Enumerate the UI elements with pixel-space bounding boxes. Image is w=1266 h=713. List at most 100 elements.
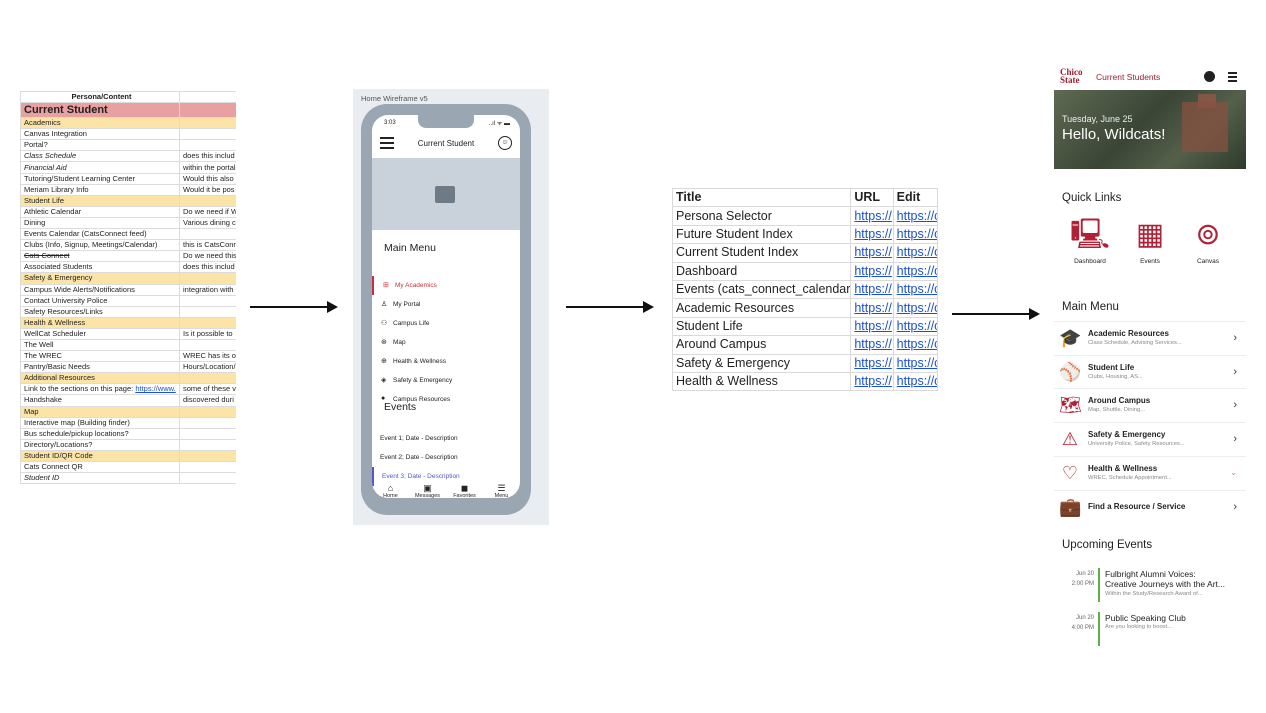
spreadsheet-cell[interactable]: [179, 305, 236, 318]
spreadsheet-cell[interactable]: [179, 316, 236, 329]
spreadsheet-cell[interactable]: Student ID/QR Code: [20, 449, 180, 463]
spreadsheet-cell[interactable]: [179, 338, 236, 352]
spreadsheet-cell[interactable]: integration with: [179, 283, 236, 296]
chico-state-logo[interactable]: Chico State: [1060, 68, 1083, 85]
title-cell[interactable]: Persona Selector: [671, 206, 852, 226]
edit-link[interactable]: https://c: [896, 282, 938, 297]
spreadsheet-cell[interactable]: Campus Wide Alerts/Notifications: [20, 283, 180, 296]
spreadsheet-cell[interactable]: Do we need if W: [179, 205, 236, 218]
quick-link-canvas[interactable]: ⊚Canvas: [1180, 217, 1236, 265]
quick-link-events[interactable]: ▦Events: [1122, 217, 1178, 265]
spreadsheet-header-cell[interactable]: Persona/Content: [20, 91, 180, 104]
spreadsheet-cell[interactable]: does this includ: [179, 150, 236, 163]
spreadsheet-title-cell[interactable]: Current Student: [20, 102, 180, 119]
spreadsheet-cell[interactable]: Directory/Locations?: [20, 438, 180, 451]
main-menu-item[interactable]: 💼Find a Resource / Service›: [1054, 489, 1246, 524]
chevron-icon[interactable]: ›: [1233, 399, 1237, 412]
spreadsheet-cell[interactable]: Pantry/Basic Needs: [20, 361, 180, 374]
nav-item-menu[interactable]: ☰Menu: [483, 483, 520, 498]
title-cell[interactable]: Around Campus: [671, 335, 852, 355]
spreadsheet-cell[interactable]: WREC has its o: [179, 350, 236, 363]
spreadsheet-cell[interactable]: [179, 194, 236, 207]
wireframe-menu-item[interactable]: ♙My Portal: [372, 295, 520, 314]
title-cell[interactable]: Future Student Index: [671, 224, 852, 245]
wireframe-event-item[interactable]: Event 3; Date - Description: [372, 467, 520, 486]
edit-cell[interactable]: https://c: [892, 335, 939, 355]
spreadsheet-cell[interactable]: Safety & Emergency: [20, 272, 180, 285]
edit-link[interactable]: https://c: [896, 318, 938, 333]
menu-icon[interactable]: [1228, 72, 1237, 84]
spreadsheet-cell[interactable]: does this includ: [179, 261, 236, 274]
url-cell[interactable]: https://: [850, 298, 894, 318]
spreadsheet-cell[interactable]: [179, 427, 236, 440]
spreadsheet-cell[interactable]: Would this also: [179, 172, 236, 185]
app-nav-title[interactable]: Current Students: [1096, 72, 1161, 82]
url-link[interactable]: https://: [854, 318, 892, 333]
edit-cell[interactable]: https://c: [892, 261, 939, 281]
spreadsheet-cell[interactable]: Tutoring/Student Learning Center: [20, 172, 180, 185]
spreadsheet-cell[interactable]: Safety Resources/Links: [20, 305, 180, 318]
url-cell[interactable]: https://: [850, 353, 894, 373]
edit-cell[interactable]: https://c: [892, 279, 939, 300]
spreadsheet-cell[interactable]: Do we need this: [179, 250, 236, 263]
spreadsheet-cell[interactable]: [179, 405, 236, 418]
nav-item-messages[interactable]: ▣Messages: [409, 483, 446, 498]
nav-item-home[interactable]: ⌂Home: [372, 483, 409, 498]
edit-cell[interactable]: https://c: [892, 298, 939, 318]
spreadsheet-cell[interactable]: [179, 294, 236, 307]
wireframe-menu-item[interactable]: ⊕Health & Wellness: [372, 352, 520, 371]
url-link[interactable]: https://: [854, 263, 892, 278]
wireframe-menu-item[interactable]: ⚇Campus Life: [372, 314, 520, 333]
wireframe-event-item[interactable]: Event 1; Date - Description: [372, 429, 520, 448]
spreadsheet-cell[interactable]: [179, 272, 236, 285]
spreadsheet-cell[interactable]: Student ID: [20, 472, 180, 485]
wireframe-menu-item[interactable]: ⊞My Academics: [372, 276, 520, 295]
url-cell[interactable]: https://: [850, 335, 894, 355]
spreadsheet-cell[interactable]: Bus schedule/pickup locations?: [20, 427, 180, 440]
edit-link[interactable]: https://c: [896, 337, 938, 352]
edit-cell[interactable]: https://c: [892, 316, 939, 337]
user-icon[interactable]: ☺: [498, 136, 512, 150]
spreadsheet-cell[interactable]: [179, 372, 236, 385]
header-edit[interactable]: Edit: [892, 187, 939, 208]
edit-link[interactable]: https://c: [896, 226, 938, 241]
edit-link[interactable]: https://c: [896, 208, 938, 223]
spreadsheet-cell[interactable]: Financial Aid: [20, 161, 180, 174]
spreadsheet-cell[interactable]: [179, 91, 236, 104]
spreadsheet-cell[interactable]: Interactive map (Building finder): [20, 416, 180, 429]
spreadsheet-cell[interactable]: Academics: [20, 117, 180, 130]
url-link[interactable]: https://: [854, 226, 892, 241]
spreadsheet-cell[interactable]: [179, 438, 236, 451]
spreadsheet-cell[interactable]: The Well: [20, 338, 180, 352]
spreadsheet-cell[interactable]: some of these v: [179, 383, 236, 396]
edit-cell[interactable]: https://c: [892, 206, 939, 226]
url-cell[interactable]: https://: [850, 261, 894, 281]
url-link[interactable]: https://: [854, 208, 892, 223]
spreadsheet-cell[interactable]: [179, 460, 236, 474]
spreadsheet-cell[interactable]: Events Calendar (CatsConnect feed): [20, 228, 180, 241]
spreadsheet-cell[interactable]: WellCat Scheduler: [20, 327, 180, 340]
spreadsheet-cell[interactable]: Associated Students: [20, 261, 180, 274]
edit-link[interactable]: https://c: [896, 374, 938, 389]
account-icon[interactable]: [1204, 71, 1215, 82]
spreadsheet-cell[interactable]: Additional Resources: [20, 372, 180, 385]
wireframe-menu-item[interactable]: ◈Safety & Emergency: [372, 371, 520, 390]
spreadsheet-cell[interactable]: [179, 472, 236, 485]
spreadsheet-cell[interactable]: [179, 416, 236, 429]
header-url[interactable]: URL: [850, 187, 894, 208]
spreadsheet-cell[interactable]: Health & Wellness: [20, 316, 180, 329]
title-cell[interactable]: Events (cats_connect_calendar): [671, 279, 852, 300]
chevron-icon[interactable]: ›: [1233, 500, 1237, 513]
spreadsheet-cell[interactable]: Is it possible to: [179, 327, 236, 340]
spreadsheet-cell[interactable]: [179, 102, 236, 119]
url-link[interactable]: https://: [854, 374, 892, 389]
edit-cell[interactable]: https://c: [892, 371, 939, 392]
spreadsheet-cell[interactable]: Meriam Library Info: [20, 183, 180, 196]
url-link[interactable]: https://: [854, 245, 892, 260]
wireframe-menu-item[interactable]: ⊛Map: [372, 333, 520, 352]
wireframe-menu-item[interactable]: ●Campus Resources: [372, 390, 520, 409]
spreadsheet-cell[interactable]: Link to the sections on this page: https…: [20, 383, 180, 396]
